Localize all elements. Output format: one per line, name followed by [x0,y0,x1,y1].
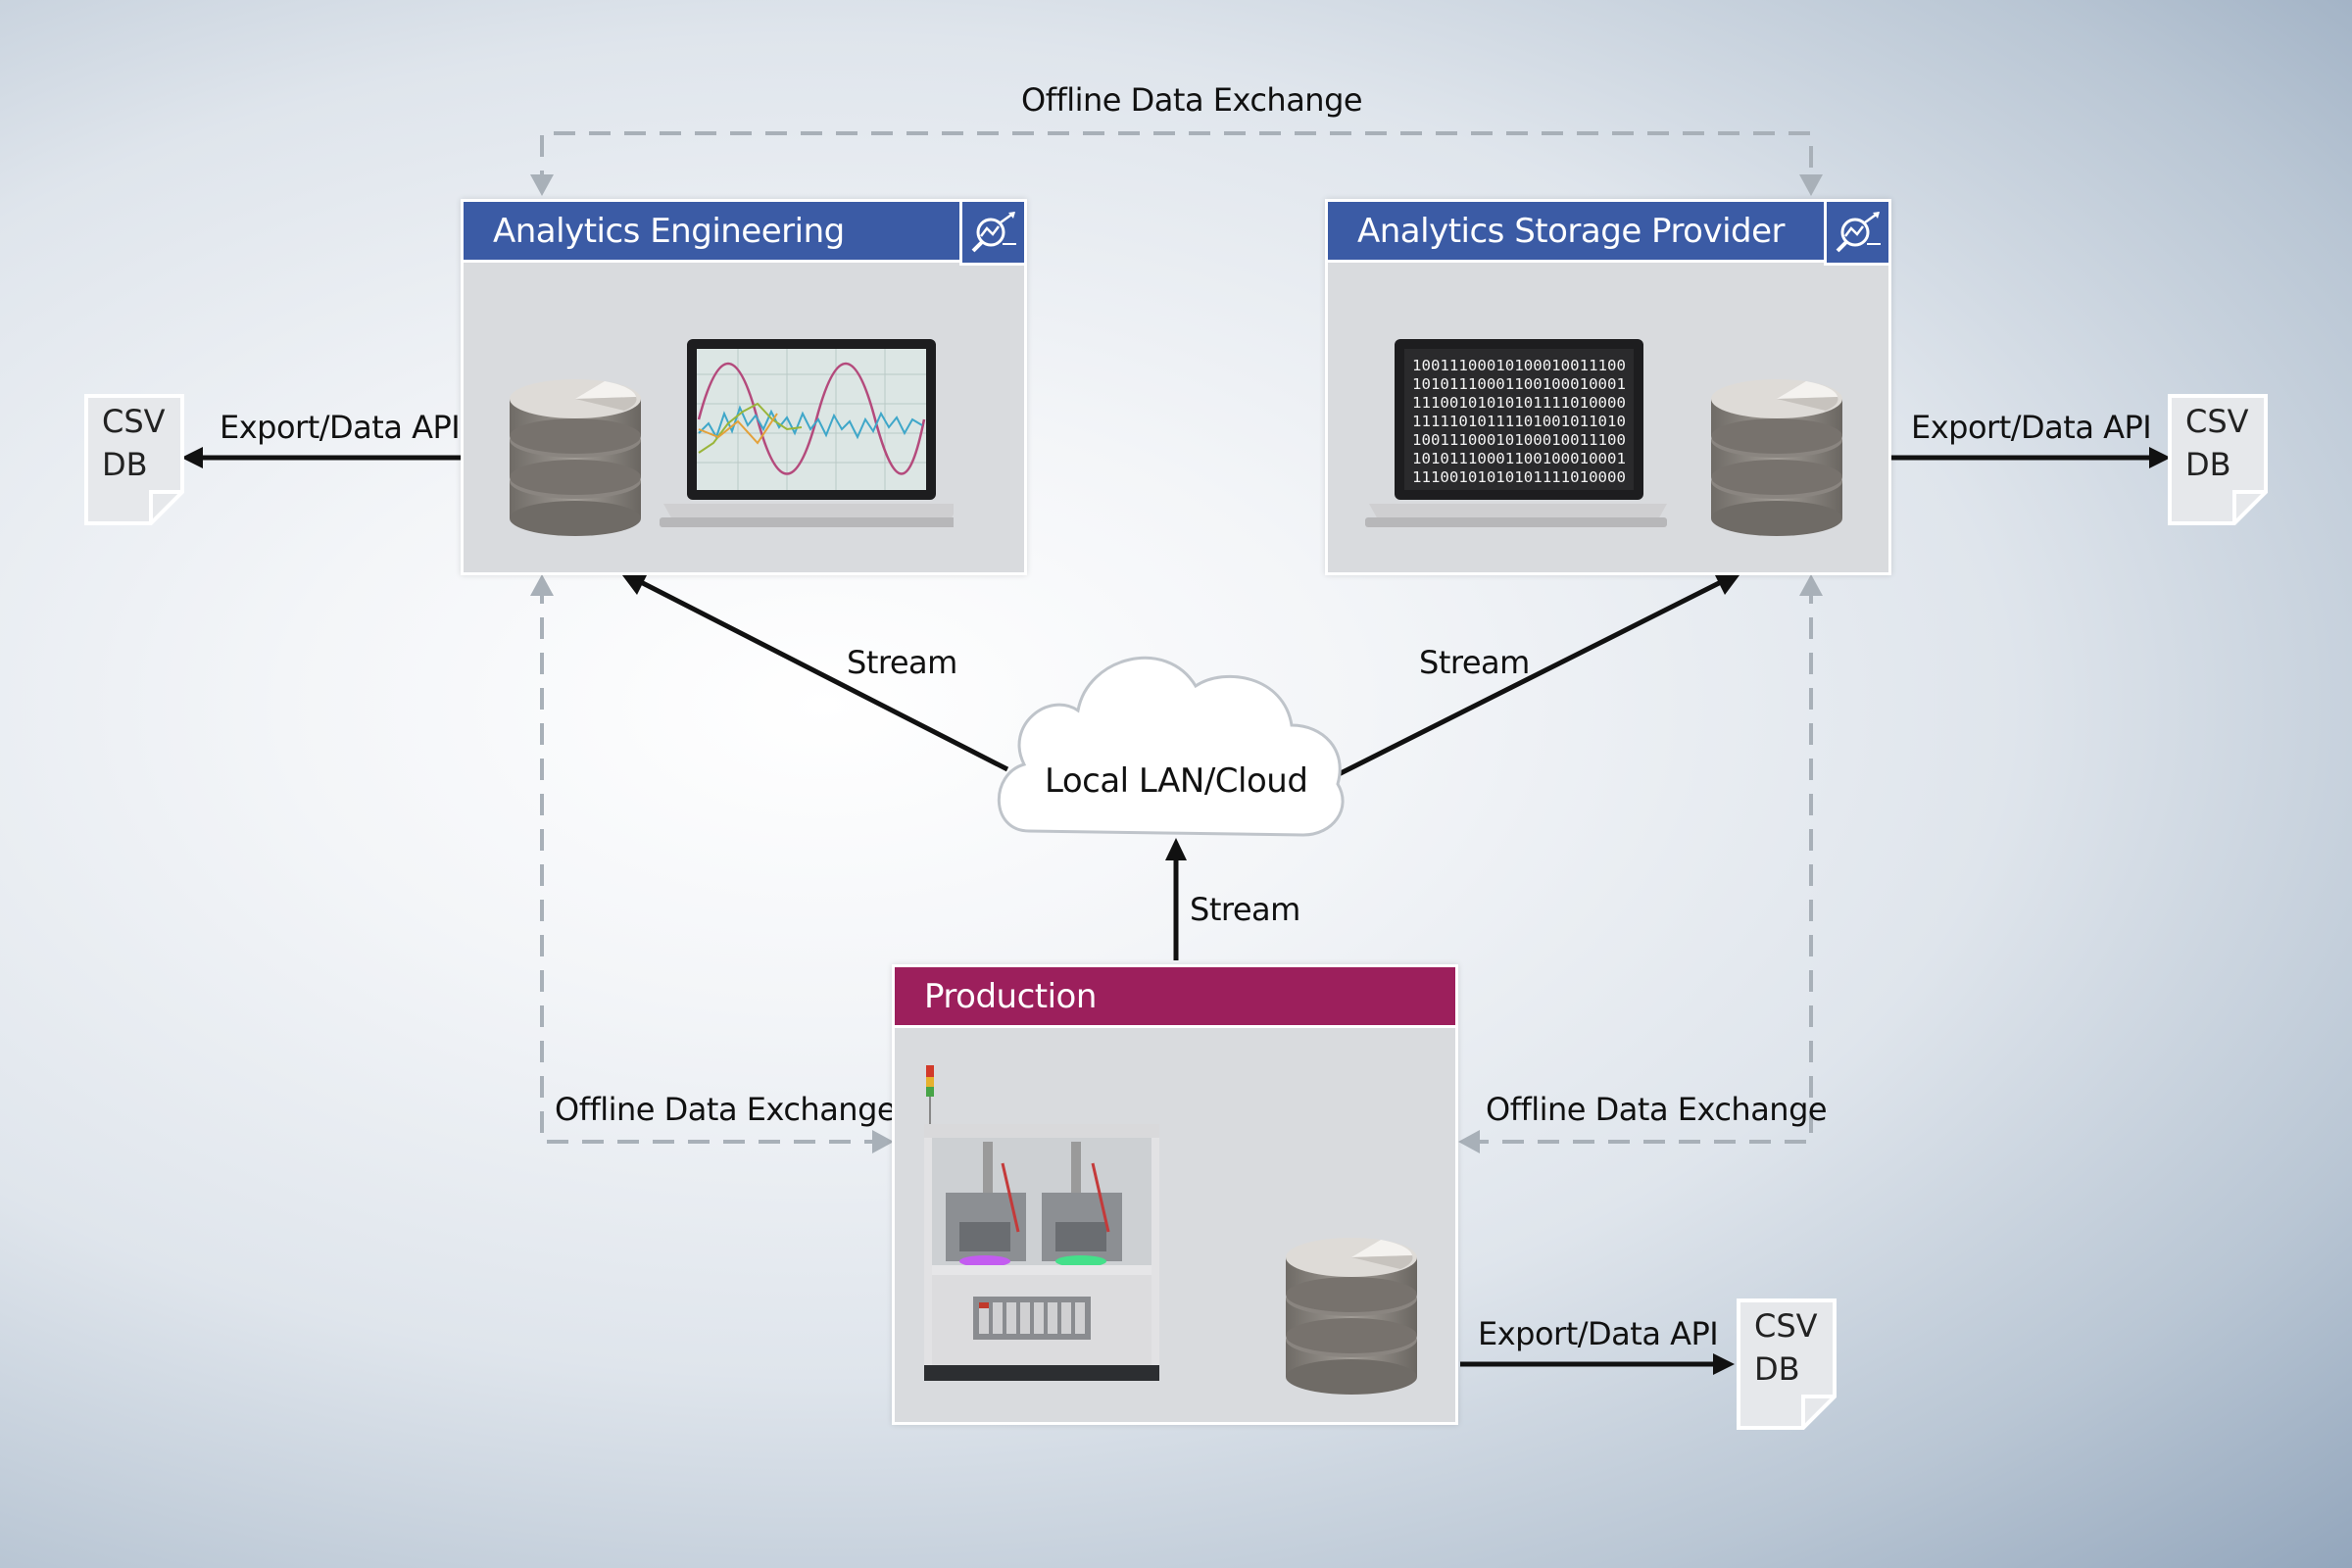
binary-line: 11100101010101111010000 [1412,394,1626,412]
db-text: DB [1754,1350,1800,1388]
dashed-arrowhead [530,574,554,596]
database-icon [1286,1238,1417,1395]
analytics-storage-panel: Analytics Storage Provider 1001110001010… [1325,199,1891,575]
stream-bottom-label: Stream [1190,891,1300,928]
panel-title: Production [924,976,1097,1016]
csv-text: CSV [2185,403,2249,440]
panel-title: Analytics Storage Provider [1357,211,1786,251]
analytics-chart-icon [1824,202,1888,266]
csv-text: CSV [1754,1307,1818,1345]
analytics-engineering-panel: Analytics Engineering [461,199,1027,575]
production-panel: Production [892,964,1458,1425]
binary-line: 10011100010100010011100 [1412,357,1626,374]
analytics-chart-icon [959,202,1024,266]
db-text: DB [2185,446,2231,483]
csv-db-document-bottom: CSV DB [1737,1298,1837,1430]
panel-title: Analytics Engineering [493,211,845,251]
db-text: DB [102,446,148,483]
stream-arrow-right [1333,577,1727,779]
offline-exchange-right-label: Offline Data Exchange [1486,1091,1828,1128]
dashed-arrowhead [1799,574,1823,596]
csv-db-document-left: CSV DB [84,394,184,525]
analytics-storage-header: Analytics Storage Provider [1328,202,1824,263]
csv-text: CSV [102,403,166,440]
dashed-arrowhead [530,174,554,196]
database-icon [510,379,641,536]
laptop-binary-icon: 1001110001010001001110010101110001100100… [1365,339,1667,527]
offline-exchange-left-line [540,582,890,1144]
binary-line: 10101110001100100010001 [1412,375,1626,393]
stream-right-label: Stream [1419,644,1530,681]
csv-db-document-right: CSV DB [2168,394,2268,525]
dashed-arrowhead [1799,174,1823,196]
production-header: Production [895,967,1455,1028]
document-icon [2168,394,2268,525]
analytics-engineering-header: Analytics Engineering [464,202,959,263]
arrowhead [1715,571,1742,595]
dashed-arrowhead [1458,1130,1480,1153]
laptop-chart-icon [660,339,954,527]
binary-line: 11100101010101111010000 [1412,468,1626,486]
document-icon [1737,1298,1837,1430]
binary-line: 10101110001100100010001 [1412,450,1626,467]
arrowhead [1713,1353,1735,1375]
export-left-label: Export/Data API [220,409,461,446]
dashed-arrowhead [872,1130,894,1153]
offline-exchange-top-line [540,131,1813,192]
arrowhead [2149,447,2171,468]
stream-arrow-left [635,577,1009,772]
offline-exchange-right-line [1462,582,1813,1144]
export-right-label: Export/Data API [1911,409,2152,446]
production-machine-icon [924,1065,1159,1381]
cloud-label: Local LAN/Cloud [1045,761,1308,801]
offline-exchange-left-label: Offline Data Exchange [555,1091,897,1128]
arrowhead [181,447,203,468]
arrowhead [1165,838,1187,860]
document-icon [84,394,184,525]
offline-exchange-top-label: Offline Data Exchange [1021,81,1363,119]
binary-line: 11111010111101001011010 [1412,413,1626,430]
stream-left-label: Stream [847,644,957,681]
cloud-shape [997,656,1345,837]
arrowhead [619,571,647,595]
database-icon [1711,379,1842,536]
export-bottom-label: Export/Data API [1478,1315,1719,1352]
binary-line: 10011100010100010011100 [1412,431,1626,449]
